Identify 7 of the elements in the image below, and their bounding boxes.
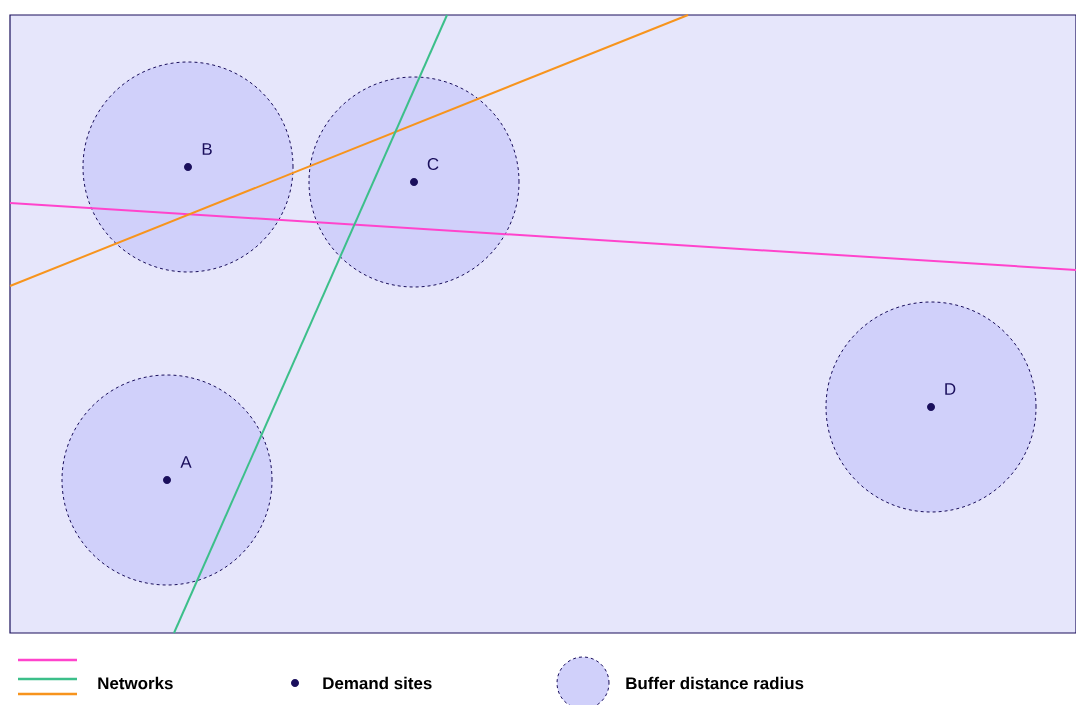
legend-text: Buffer distance radius — [626, 676, 804, 690]
site-label: B — [202, 143, 212, 155]
site-label: D — [945, 383, 956, 395]
legend-text: Demand sites — [323, 676, 432, 690]
legend-text: Networks — [98, 676, 173, 690]
site-label: A — [180, 456, 192, 468]
site-label: C — [427, 158, 439, 170]
